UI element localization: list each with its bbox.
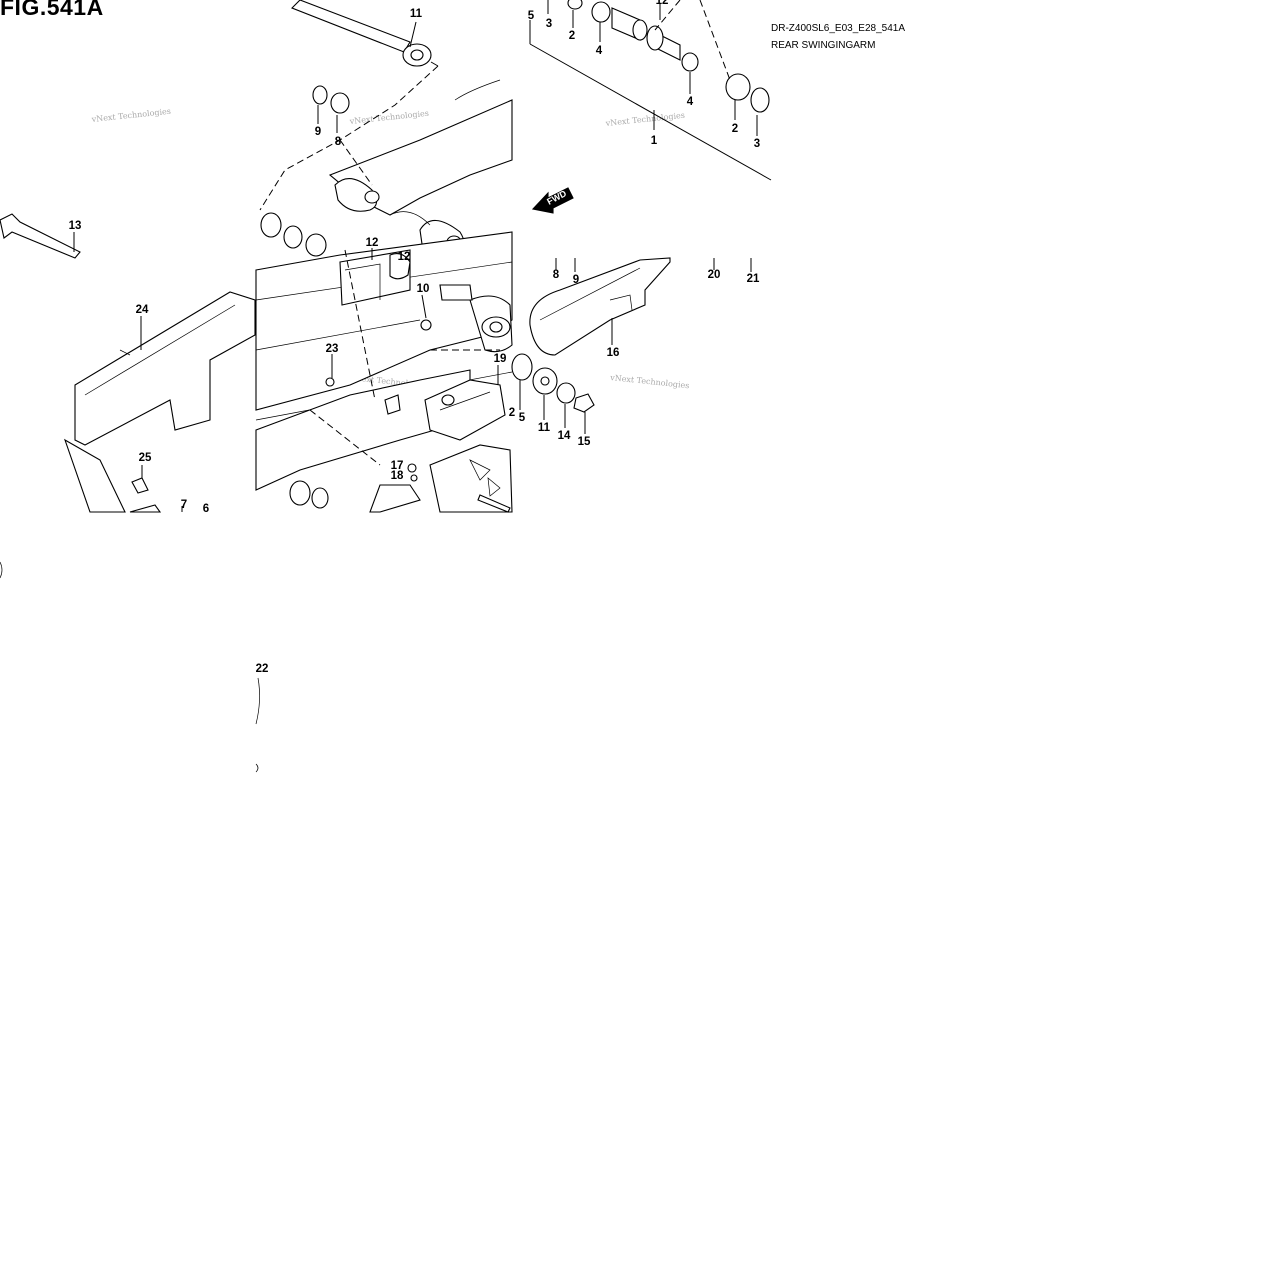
callout-10: 10 xyxy=(417,283,430,295)
callout-8: 8 xyxy=(335,136,342,148)
callout-labels: 11 5 3 2 4 12 4 2 3 1 9 8 13 12 12 10 24… xyxy=(69,0,761,675)
fwd-arrow: FWD xyxy=(531,187,574,214)
callout-2: 2 xyxy=(732,123,738,135)
callout-2: 2 xyxy=(569,30,575,42)
chain-adjuster-group xyxy=(511,257,752,434)
callout-1: 1 xyxy=(651,135,658,147)
callout-16: 16 xyxy=(607,347,620,359)
callout-14: 14 xyxy=(558,430,571,442)
watermark: vNext Technologies xyxy=(604,111,685,128)
callout-13: 13 xyxy=(69,220,82,232)
callout-17: 17 xyxy=(391,460,404,472)
leader-lines xyxy=(140,105,499,512)
callout-12: 12 xyxy=(366,237,379,249)
bearing-set-top xyxy=(529,0,772,181)
watermark: vNext Technologies xyxy=(609,373,690,390)
callout-19: 19 xyxy=(494,353,507,365)
watermark: vNext Technologies xyxy=(90,107,171,124)
callout-3: 3 xyxy=(754,138,760,150)
callout-3: 3 xyxy=(546,18,552,30)
swingarm-body xyxy=(255,65,513,513)
callout-5: 5 xyxy=(528,10,535,22)
callout-24: 24 xyxy=(136,304,149,316)
callout-23: 23 xyxy=(326,343,339,355)
callout-9: 9 xyxy=(573,274,579,286)
pivot-shaft-group xyxy=(291,0,439,67)
callout-5: 5 xyxy=(519,412,526,424)
figure-title: FIG.541A xyxy=(0,0,104,20)
callout-4: 4 xyxy=(596,45,603,57)
watermark: vNext Technologies xyxy=(348,109,429,126)
callout-22: 22 xyxy=(256,663,269,675)
callout-15: 15 xyxy=(578,436,591,448)
callout-4: 4 xyxy=(687,96,694,108)
callout-8: 8 xyxy=(553,269,560,281)
callout-21: 21 xyxy=(747,273,760,285)
callout-6: 6 xyxy=(203,503,209,515)
diagram-code: DR-Z400SL6_E03_E28_541A xyxy=(771,23,905,34)
callout-25: 25 xyxy=(139,452,152,464)
callout-12: 12 xyxy=(656,0,669,7)
callout-18: 18 xyxy=(391,470,404,482)
fragments xyxy=(0,561,260,773)
callout-2: 2 xyxy=(509,407,515,419)
callout-9: 9 xyxy=(315,126,321,138)
callout-11: 11 xyxy=(538,422,551,434)
callout-7: 7 xyxy=(181,499,187,511)
callout-12: 12 xyxy=(398,251,411,263)
diagram-title: REAR SWINGINGARM xyxy=(771,40,876,51)
callout-11: 11 xyxy=(410,8,423,20)
callout-20: 20 xyxy=(708,269,721,281)
chain-case xyxy=(0,213,256,513)
